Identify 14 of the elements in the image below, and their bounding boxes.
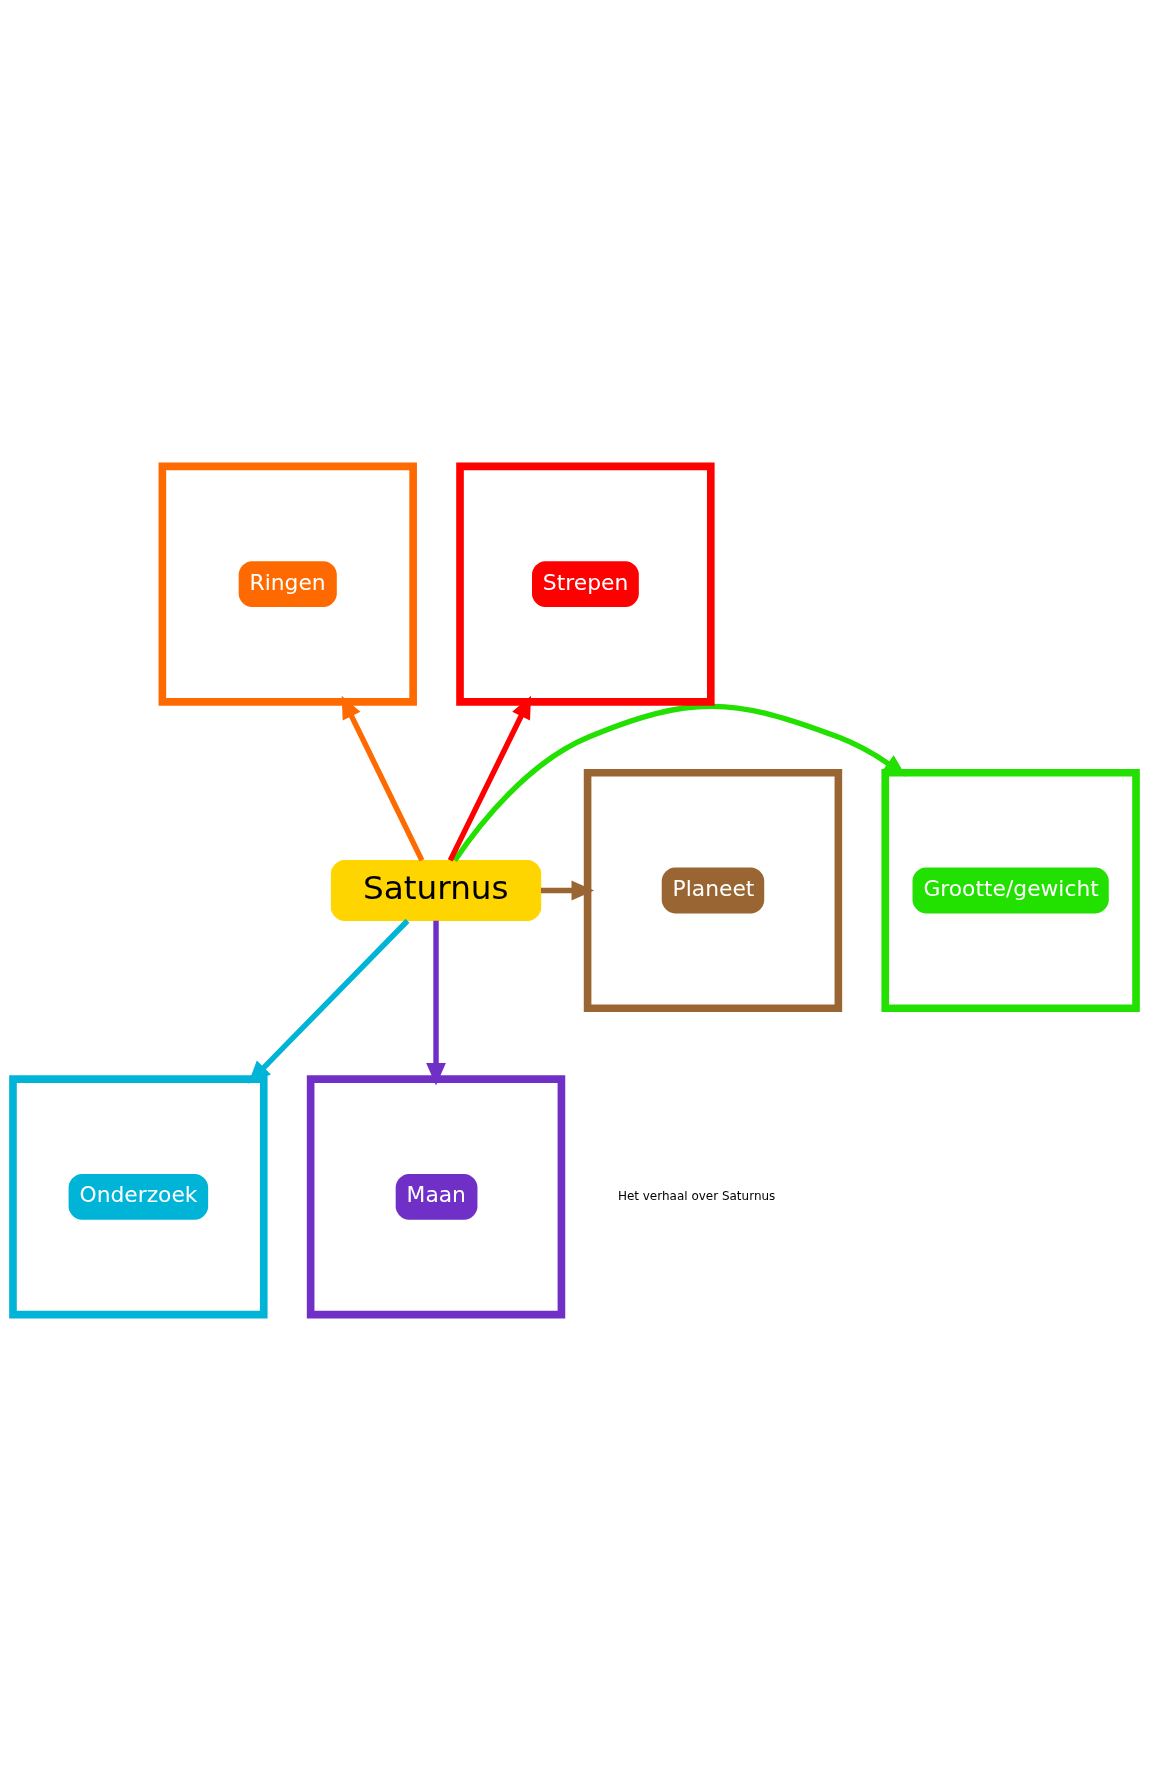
arrow bbox=[248, 918, 410, 1084]
node-box: Saturnus bbox=[330, 859, 542, 921]
arrow bbox=[447, 695, 532, 862]
node-box: Onderzoek bbox=[9, 1074, 268, 1318]
node-box: Ringen bbox=[158, 462, 417, 706]
node-box: Maan bbox=[306, 1074, 566, 1318]
node-box: Planeet bbox=[583, 768, 843, 1012]
label: Het verhaal over Saturnus bbox=[617, 1188, 776, 1203]
arrow bbox=[452, 703, 907, 862]
node-box: Strepen bbox=[456, 462, 715, 706]
arrow bbox=[426, 920, 446, 1086]
node-box: Grootte/gewicht bbox=[881, 768, 1140, 1012]
arrow bbox=[540, 880, 595, 900]
arrow bbox=[341, 695, 425, 862]
